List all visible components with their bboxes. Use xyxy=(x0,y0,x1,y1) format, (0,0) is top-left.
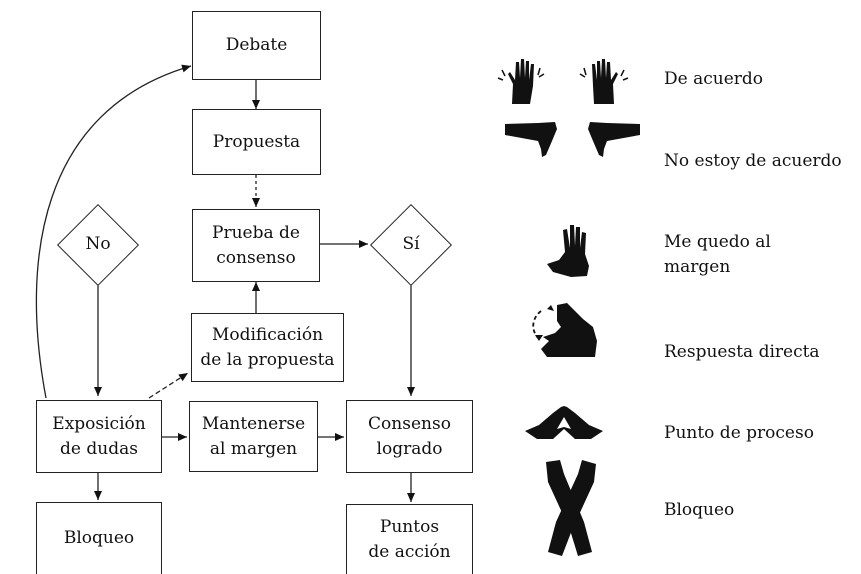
legend-label-respuesta-directa: Respuesta directa xyxy=(664,342,820,362)
arrow-exposicion-modificacion xyxy=(148,372,189,399)
legend-label-bloqueo: Bloqueo xyxy=(664,500,735,520)
triangle-hands-icon xyxy=(525,406,603,439)
si-label: Sí xyxy=(402,234,420,254)
hands-up-twinkle-icon xyxy=(497,59,629,104)
exposicion-label: Exposición de dudas xyxy=(52,413,146,459)
exposicion-box: Exposición de dudas xyxy=(36,400,162,473)
debate-box: Debate xyxy=(192,11,321,80)
hand-point-direct-icon xyxy=(532,303,597,357)
legend-label-me-quedo-al-margen: Me quedo al margen xyxy=(664,232,771,277)
prueba-box: Prueba de consenso xyxy=(192,209,320,282)
hand-sideways-icon xyxy=(547,225,589,277)
prueba-label: Prueba de consenso xyxy=(212,222,300,268)
mantenerse-label: Mantenerse al margen xyxy=(201,413,306,459)
propuesta-label: Propuesta xyxy=(212,131,301,152)
modificacion-label: Modificación de la propuesta xyxy=(200,324,335,370)
consenso-box: Consenso logrado xyxy=(346,400,473,473)
modificacion-box: Modificación de la propuesta xyxy=(191,313,344,382)
legend-label-no-estoy-de-acuerdo: No estoy de acuerdo xyxy=(664,151,842,171)
puntos-box: Puntos de acción xyxy=(346,504,473,574)
legend-label-de-acuerdo: De acuerdo xyxy=(664,69,764,89)
propuesta-box: Propuesta xyxy=(192,109,321,175)
bloqueo-label: Bloqueo xyxy=(63,528,135,549)
debate-label: Debate xyxy=(225,35,288,56)
crossed-arms-icon xyxy=(546,460,596,556)
arrow-exposicion-debate xyxy=(35,64,192,399)
no-label: No xyxy=(85,234,111,254)
mantenerse-box: Mantenerse al margen xyxy=(189,401,318,472)
puntos-label: Puntos de acción xyxy=(368,516,451,562)
legend-label-punto-de-proceso: Punto de proceso xyxy=(664,423,814,443)
consenso-label: Consenso logrado xyxy=(368,413,451,459)
bloqueo-box: Bloqueo xyxy=(36,502,162,574)
hands-down-icon xyxy=(505,122,640,157)
